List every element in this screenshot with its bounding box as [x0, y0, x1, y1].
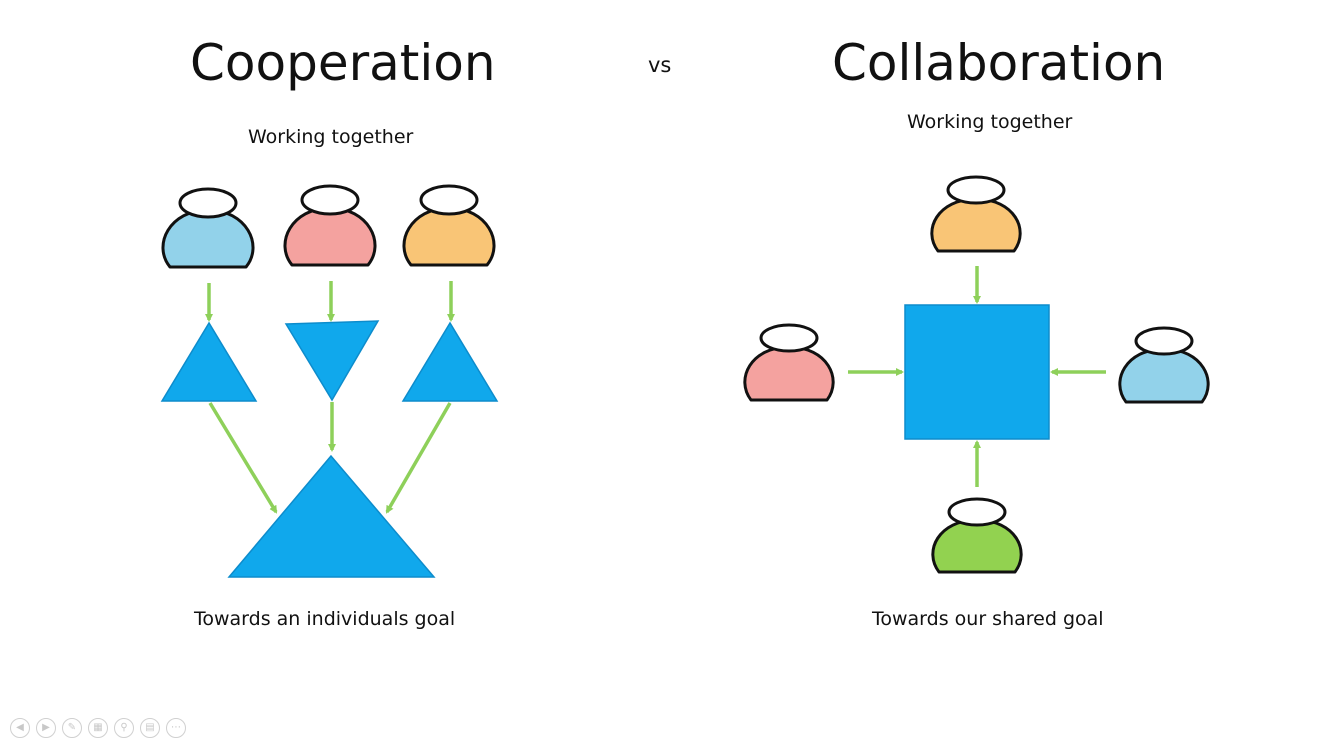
collaboration-subtitle: Working together	[907, 111, 1073, 133]
arrow-converge-left	[208, 402, 278, 514]
person-green-bottom	[931, 497, 1023, 574]
subtitles-icon[interactable]: ▤	[140, 718, 160, 738]
triangle-up-right	[401, 321, 499, 402]
triangle-down-middle	[284, 320, 380, 402]
person-orange-top	[930, 175, 1022, 253]
arrow-converge-right	[385, 402, 452, 514]
goal-triangle	[227, 454, 436, 578]
person-pink-side	[743, 323, 835, 402]
person-orange-left	[402, 184, 496, 267]
vs-label: vs	[648, 53, 672, 77]
more-icon[interactable]: ⋯	[166, 718, 186, 738]
presenter-toolbar: ◀ ▶ ✎ ▦ ⚲ ▤ ⋯	[10, 718, 186, 738]
slides-icon[interactable]: ▦	[88, 718, 108, 738]
collaboration-goal-label: Towards our shared goal	[872, 608, 1104, 630]
pen-icon[interactable]: ✎	[62, 718, 82, 738]
zoom-icon[interactable]: ⚲	[114, 718, 134, 738]
cooperation-title: Cooperation	[190, 34, 496, 92]
shared-goal-square	[904, 304, 1050, 440]
person-pink-left	[283, 184, 377, 267]
collaboration-title: Collaboration	[832, 34, 1166, 92]
cooperation-goal-label: Towards an individuals goal	[194, 608, 456, 630]
cooperation-subtitle: Working together	[248, 126, 414, 148]
previous-icon[interactable]: ◀	[10, 718, 30, 738]
person-blue-side	[1118, 326, 1210, 404]
person-blue-left	[161, 187, 255, 269]
next-icon[interactable]: ▶	[36, 718, 56, 738]
triangle-up-left	[160, 321, 258, 402]
